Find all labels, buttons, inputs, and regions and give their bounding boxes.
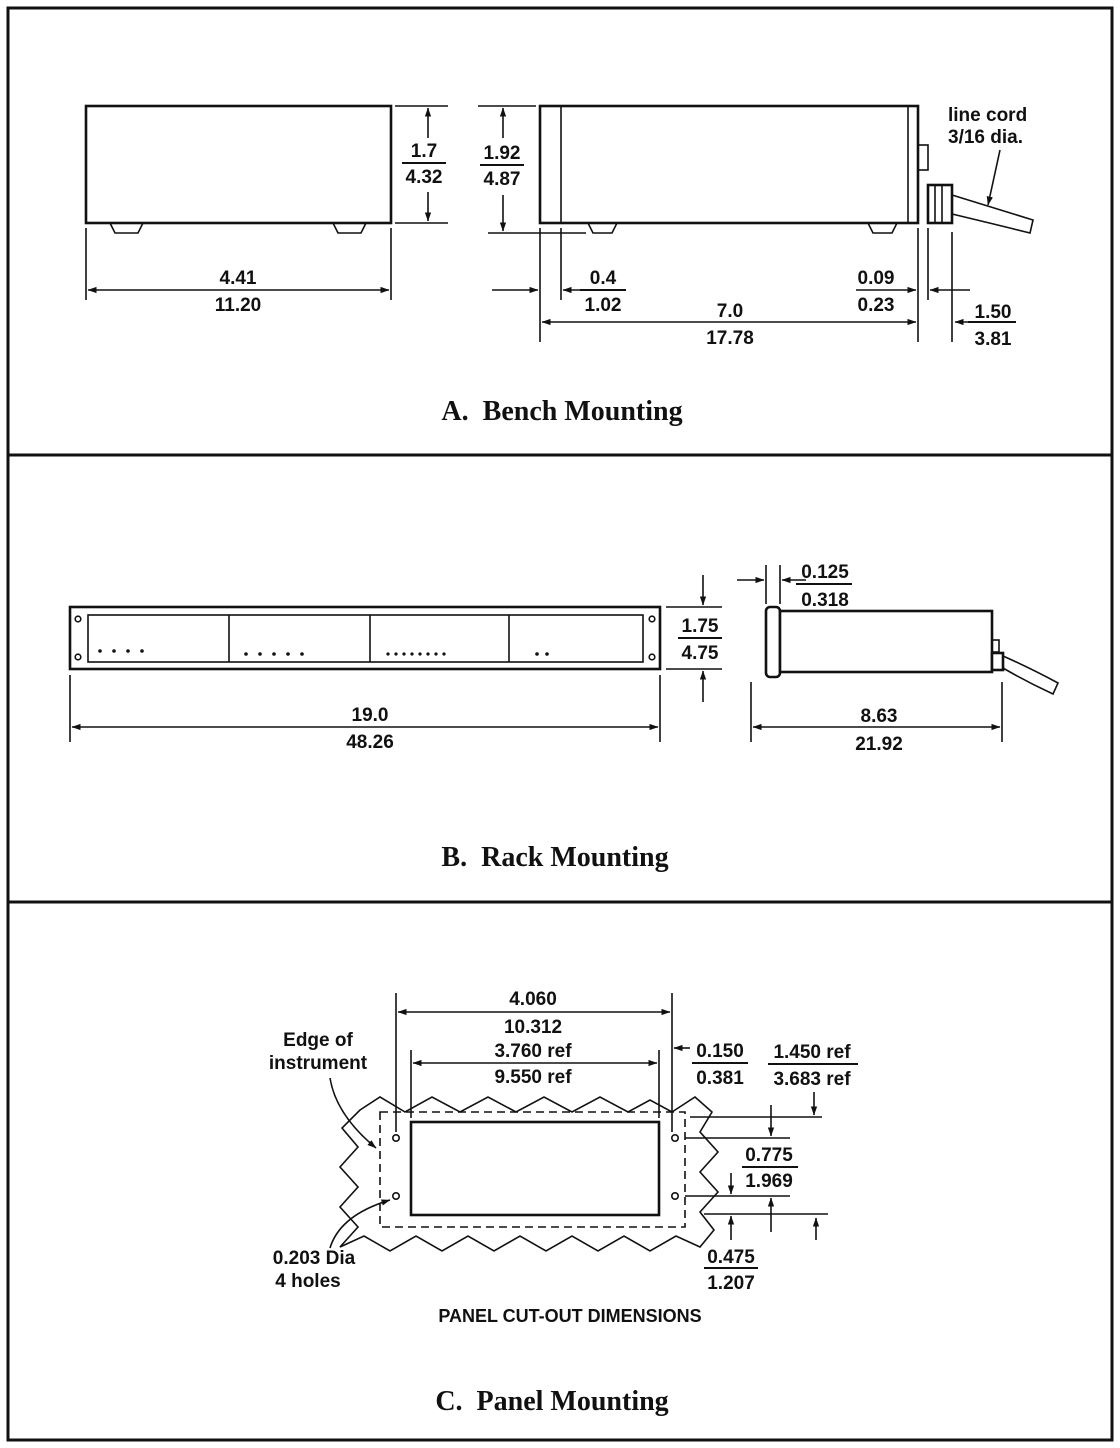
bench-line-cord-1: line cord <box>948 105 1027 126</box>
panel-bottom-in: 0.475 <box>707 1247 755 1268</box>
bench-height-dimension-front: 1.7 4.32 <box>395 105 448 224</box>
panel-hole-spacing-cm: 1.969 <box>745 1171 793 1192</box>
rack-width-in: 19.0 <box>352 705 389 726</box>
bench-rear-in: 0.09 <box>858 268 895 289</box>
display-dots <box>98 649 549 656</box>
edge-label-2: instrument <box>269 1053 368 1074</box>
bench-side-view <box>538 104 1034 234</box>
panel-height-ref-in: 1.450 ref <box>773 1042 851 1063</box>
rack-depth-in: 8.63 <box>861 706 898 727</box>
bench-height2-in: 1.92 <box>484 143 521 164</box>
mounting-hole <box>391 1134 400 1143</box>
panel-height-ref-dimension: 1.450 ref 3.683 ref <box>768 1042 858 1240</box>
panel-hole-spacing-in: 0.775 <box>745 1145 793 1166</box>
edge-label-1: Edge of <box>283 1030 353 1051</box>
bench-width-dimension: 4.41 11.20 <box>85 228 392 316</box>
rack-bezel-dimension: 0.125 0.318 <box>737 562 852 611</box>
panel-ref-cm: 9.550 ref <box>494 1067 572 1088</box>
mounting-hole <box>391 1192 400 1201</box>
panel-caption: C. Panel Mounting <box>435 1386 668 1417</box>
bench-width-in: 4.41 <box>220 268 257 289</box>
rack-height-cm: 4.75 <box>682 643 719 664</box>
bench-height1-in: 1.7 <box>411 141 437 162</box>
bench-depth-cm: 17.78 <box>706 328 754 349</box>
bench-height2-cm: 4.87 <box>484 169 521 190</box>
bench-caption: A. Bench Mounting <box>441 396 682 427</box>
panel-ref-in: 3.760 ref <box>494 1041 572 1062</box>
panel-cutout <box>409 1120 661 1217</box>
bench-front-in: 0.4 <box>590 268 617 289</box>
rack-front-view <box>68 605 662 671</box>
bench-height1-cm: 4.32 <box>406 167 443 188</box>
figure-frame <box>6 6 1114 1442</box>
line-cord <box>951 194 1034 234</box>
bench-line-cord-2: 3/16 dia. <box>948 127 1023 148</box>
holes-label-1: 0.203 Dia <box>273 1248 356 1269</box>
bench-depth-in: 7.0 <box>717 301 743 322</box>
panel-torn-outline <box>338 1095 720 1252</box>
panel-bottom-dimension: 0.475 1.207 <box>704 1173 758 1294</box>
bench-depth-dimension: 7.0 17.78 <box>541 301 917 349</box>
rack-caption: B. Rack Mounting <box>441 842 668 873</box>
holes-label: 0.203 Dia 4 holes <box>273 1199 391 1292</box>
rack-height-in: 1.75 <box>682 616 719 637</box>
panel-ref-dimension: 3.760 ref 9.550 ref <box>410 1041 660 1118</box>
panel-hole-spacing-dimension: 0.775 1.969 <box>742 1105 798 1232</box>
panel-height-ref-cm: 3.683 ref <box>773 1069 851 1090</box>
bench-front-view <box>84 104 393 234</box>
panel-subtitle: PANEL CUT-OUT DIMENSIONS <box>438 1306 701 1326</box>
rack-width-dimension: 19.0 48.26 <box>69 675 661 753</box>
holes-label-2: 4 holes <box>275 1271 340 1292</box>
bench-cord-in: 1.50 <box>975 302 1012 323</box>
panel-width-in: 4.060 <box>509 989 557 1010</box>
panel-offset-cm: 0.381 <box>696 1068 744 1089</box>
rack-side-view <box>764 605 1060 696</box>
bench-width-cm: 11.20 <box>215 295 262 316</box>
bench-front-offset-dimension: 0.4 1.02 <box>492 228 626 342</box>
mounting-hole <box>670 1134 679 1143</box>
rack-bezel-cm: 0.318 <box>801 590 849 611</box>
bench-rear-cm: 0.23 <box>858 295 895 316</box>
instrument-edge-outline <box>379 1111 686 1228</box>
rack-line-cord <box>1002 655 1060 696</box>
rack-width-cm: 48.26 <box>346 732 394 753</box>
panel-width-dimension: 4.060 10.312 <box>395 989 673 1132</box>
bench-line-cord-label: line cord 3/16 dia. <box>948 105 1027 206</box>
rack-depth-dimension: 8.63 21.92 <box>750 682 1003 755</box>
panel-mounting-section: 4.060 10.312 3.760 ref 9.550 ref Edge of… <box>269 989 858 1417</box>
bench-height-dimension-side: 1.92 4.87 <box>478 105 586 234</box>
panel-bottom-cm: 1.207 <box>707 1273 755 1294</box>
bench-rear-offset-dimension: 0.09 0.23 <box>856 228 970 342</box>
edge-of-instrument-label: Edge of instrument <box>269 1030 377 1149</box>
rack-bezel-in: 0.125 <box>801 562 849 583</box>
mounting-hole <box>670 1192 679 1201</box>
panel-offset-in: 0.150 <box>696 1041 744 1062</box>
bench-cord-dimension: 1.50 3.81 <box>951 232 1016 350</box>
rack-height-dimension: 1.75 4.75 <box>666 575 722 702</box>
panel-offset-dimension: 0.150 0.381 <box>673 1041 748 1089</box>
rack-depth-cm: 21.92 <box>855 734 903 755</box>
bench-mounting-section: 4.41 11.20 1.7 4.32 line cord <box>84 104 1034 427</box>
bench-cord-cm: 3.81 <box>975 329 1012 350</box>
bench-front-cm: 1.02 <box>585 295 622 316</box>
panel-width-cm: 10.312 <box>504 1017 562 1038</box>
panel-right-extension-lines <box>685 1116 828 1215</box>
rack-mounting-section: 19.0 48.26 1.75 4.75 0.125 0.318 <box>68 562 1060 873</box>
